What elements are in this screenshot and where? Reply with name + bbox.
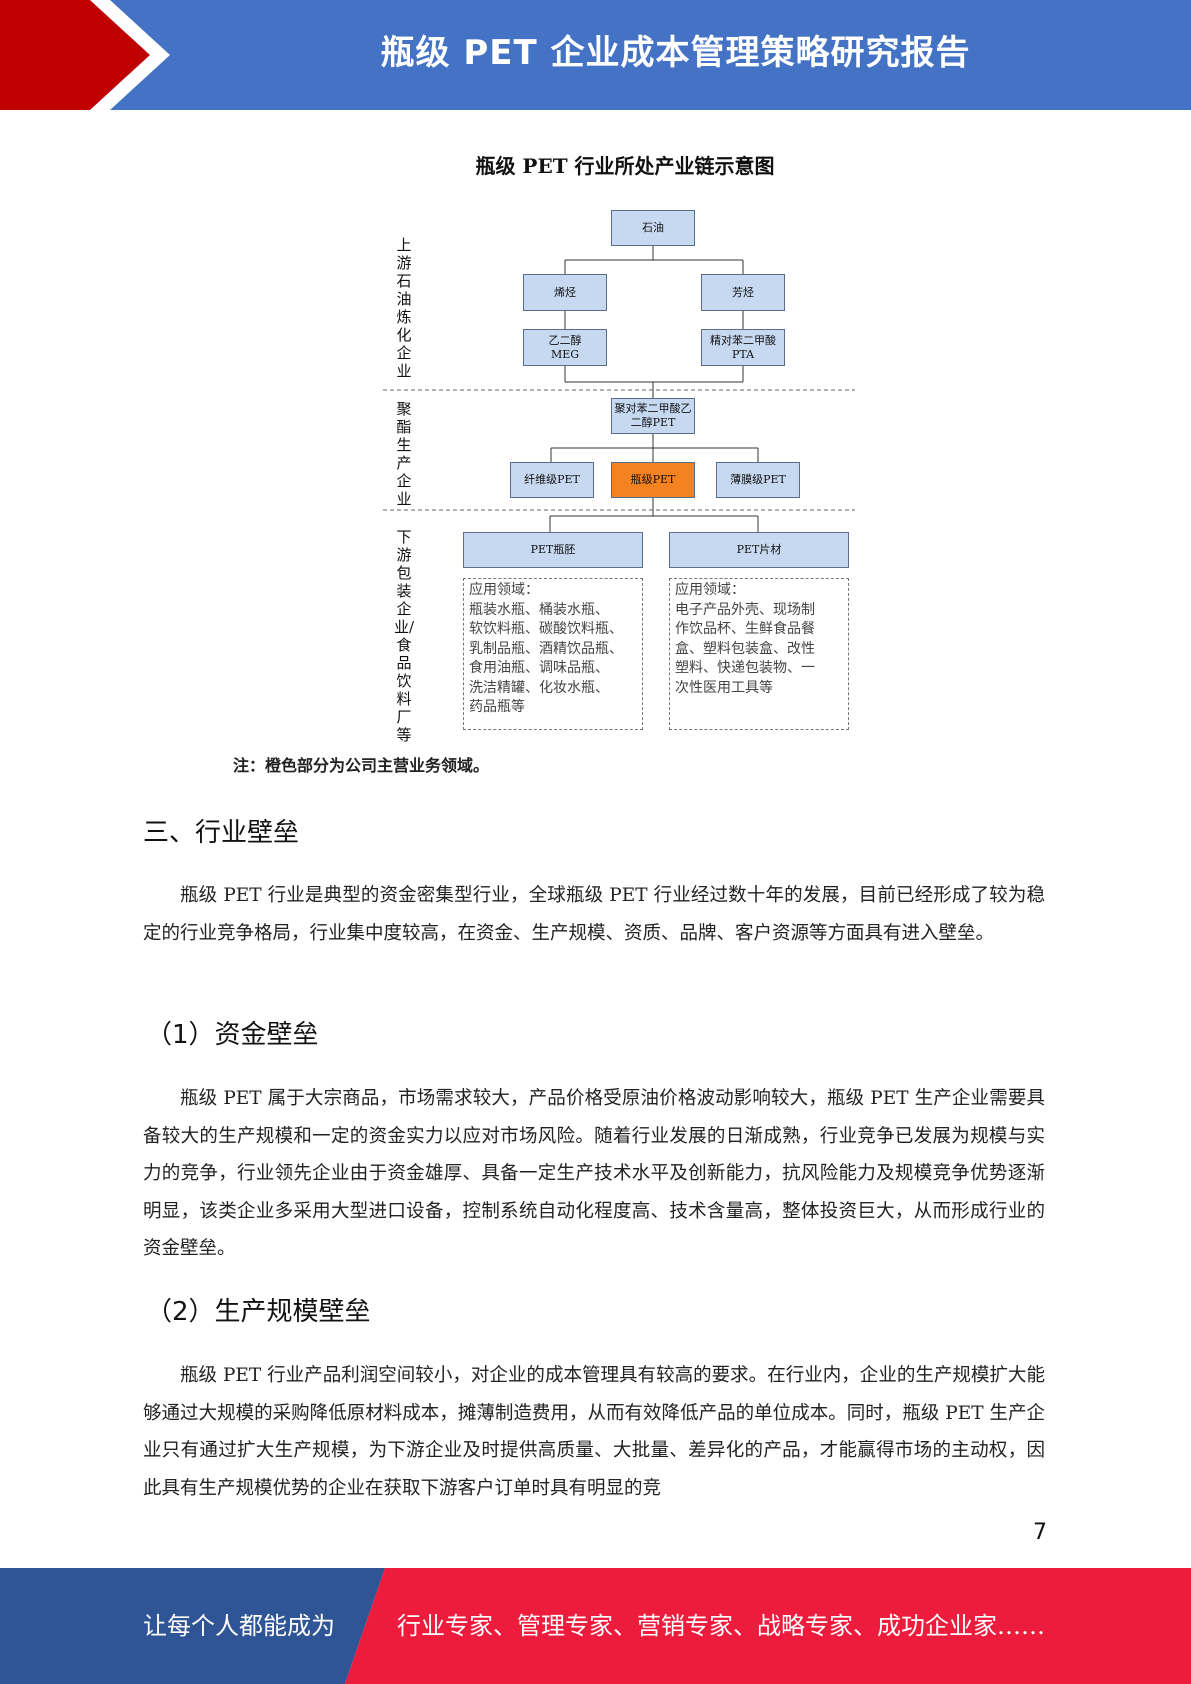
page-footer: 让每个人都能成为 行业专家、管理专家、营销专家、战略专家、成功企业家…… bbox=[0, 1568, 1191, 1684]
paragraph-scale-barrier: 瓶级 PET 行业产品利润空间较小，对企业的成本管理具有较高的要求。在行业内，企… bbox=[143, 1365, 1045, 1499]
paragraph-capital-barrier: 瓶级 PET 属于大宗商品，市场需求较大，产品价格受原油价格波动影响较大，瓶级 … bbox=[143, 1088, 1045, 1259]
footer-background bbox=[0, 1568, 1191, 1684]
node-film-pet: 薄膜级PET bbox=[716, 462, 800, 498]
node-fiber-pet: 纤维级PET bbox=[510, 462, 594, 498]
figure-title: 瓶级 PET 行业所处产业链示意图 bbox=[475, 154, 775, 178]
node-olefin: 烯烃 bbox=[523, 274, 607, 311]
node-aromatic: 芳烃 bbox=[701, 274, 785, 311]
diagram-connectors bbox=[383, 246, 855, 532]
side-label-polyester: 聚酯生产企业 bbox=[396, 400, 412, 508]
node-oil: 石油 bbox=[611, 210, 695, 246]
node-sheet: PET片材 bbox=[669, 532, 849, 568]
node-meg: 乙二醇 MEG bbox=[523, 329, 607, 366]
node-pta: 精对苯二甲酸 PTA bbox=[701, 329, 785, 366]
section-title-capital-barrier: （1）资金壁垒 bbox=[146, 1020, 319, 1050]
preform-applications: 应用领域： 瓶装水瓶、桶装水瓶、 软饮料瓶、碳酸饮料瓶、 乳制品瓶、酒精饮品瓶、… bbox=[463, 578, 643, 730]
header-arrow-decoration bbox=[0, 0, 170, 110]
node-pet: 聚对苯二甲酸乙二醇PET bbox=[611, 398, 695, 434]
footer-slogan-left: 让每个人都能成为 bbox=[143, 1612, 335, 1640]
node-bottle-pet: 瓶级PET bbox=[611, 462, 695, 498]
side-label-downstream: 下游包装企业/食品饮料厂等 bbox=[393, 528, 415, 744]
section-title-scale-barrier: （2）生产规模壁垒 bbox=[146, 1297, 371, 1327]
footer-slogan-right: 行业专家、管理专家、营销专家、战略专家、成功企业家…… bbox=[397, 1612, 1045, 1640]
page-header: 瓶级 PET 企业成本管理策略研究报告 bbox=[0, 0, 1191, 110]
report-title: 瓶级 PET 企业成本管理策略研究报告 bbox=[380, 33, 971, 73]
section-title-barriers: 三、行业壁垒 bbox=[143, 818, 300, 848]
figure-note: 注：橙色部分为公司主营业务领域。 bbox=[233, 756, 490, 775]
node-preform: PET瓶胚 bbox=[463, 532, 643, 568]
side-label-upstream: 上游石油炼化企业 bbox=[396, 236, 412, 380]
sheet-applications: 应用领域： 电子产品外壳、现场制 作饮品杯、生鲜食品餐 盒、塑料包装盒、改性 塑… bbox=[669, 578, 849, 730]
paragraph-barriers-intro: 瓶级 PET 行业是典型的资金密集型行业，全球瓶级 PET 行业经过数十年的发展… bbox=[143, 885, 1045, 944]
page-number: 7 bbox=[1033, 1520, 1047, 1545]
industry-chain-diagram: 上游石油炼化企业 聚酯生产企业 下游包装企业/食品饮料厂等 石油 烯烃 芳烃 乙… bbox=[383, 198, 863, 744]
